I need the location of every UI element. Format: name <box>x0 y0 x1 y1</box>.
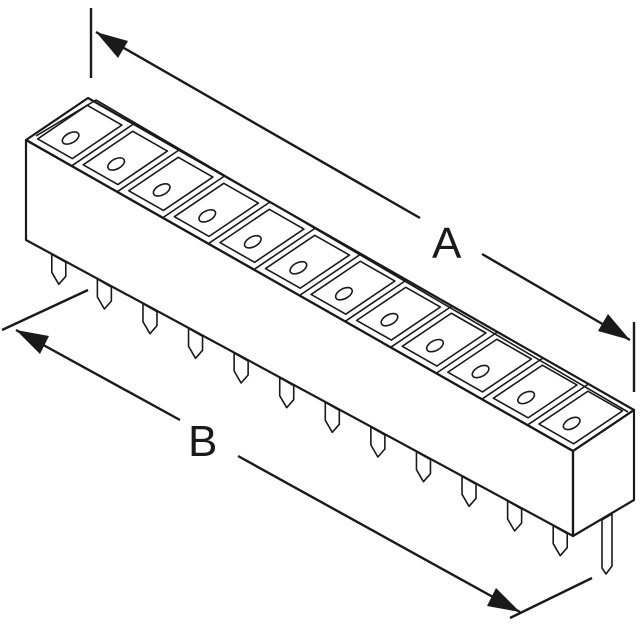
contact-pin <box>198 208 217 223</box>
cavity-divider <box>344 279 407 323</box>
cavity-divider <box>207 201 271 245</box>
cavity-divider <box>481 357 544 400</box>
dim-b-label: B <box>184 420 222 464</box>
contact-pin <box>152 183 171 197</box>
contact-cavity <box>355 286 442 341</box>
cavity-divider <box>71 123 134 167</box>
contact-pin <box>107 157 126 171</box>
tail-pin <box>370 426 386 458</box>
cavity-divider <box>390 305 453 348</box>
tail-pin <box>187 327 204 360</box>
tail-pin <box>415 450 432 483</box>
contact-pin <box>471 364 490 379</box>
contact-pin <box>425 338 445 353</box>
contact-cavity <box>492 364 578 419</box>
contact-cavity <box>538 390 624 445</box>
dim-a-label: A <box>428 222 466 266</box>
dim-a-line <box>95 30 631 342</box>
tail-pin <box>96 278 113 310</box>
contact-pin <box>243 234 262 249</box>
contact-pin <box>380 312 399 327</box>
contact-pin <box>517 390 536 405</box>
cavity-divider <box>162 175 225 219</box>
dim-b-extension-left <box>1 288 89 332</box>
contact-cavity <box>447 338 533 393</box>
tail-pin <box>142 302 158 335</box>
cavity-divider <box>253 227 316 271</box>
tail-pin <box>278 376 295 409</box>
contact-cavity <box>264 234 351 290</box>
contact-cavity <box>173 182 260 238</box>
connector-body <box>24 96 636 575</box>
housing-front-face <box>24 138 575 538</box>
cavity-divider <box>116 149 180 193</box>
dim-b-line <box>15 328 521 614</box>
contact-cavity <box>310 260 396 315</box>
tail-pin <box>324 401 341 434</box>
contact-pin <box>562 416 581 431</box>
contact-cavity <box>401 312 487 367</box>
contact-pin <box>334 286 354 301</box>
contact-cavity <box>82 130 169 186</box>
tail-pin <box>506 500 523 532</box>
cavity-divider <box>435 331 498 374</box>
contact-pin <box>289 260 308 275</box>
cavity-divider <box>526 383 589 426</box>
dim-b-extension-right <box>509 576 593 620</box>
tail-pin <box>233 352 249 384</box>
tail-pin <box>461 475 477 508</box>
cavity-divider <box>299 253 362 297</box>
housing-rim <box>35 99 629 413</box>
end-pin <box>601 513 613 575</box>
contact-cavity <box>128 156 214 212</box>
tail-pin <box>552 524 569 557</box>
housing-end-face <box>571 408 636 538</box>
contact-cavity <box>36 104 123 160</box>
contact-cavity <box>219 208 305 264</box>
contact-pin <box>61 131 80 145</box>
tail-pin <box>50 253 67 286</box>
